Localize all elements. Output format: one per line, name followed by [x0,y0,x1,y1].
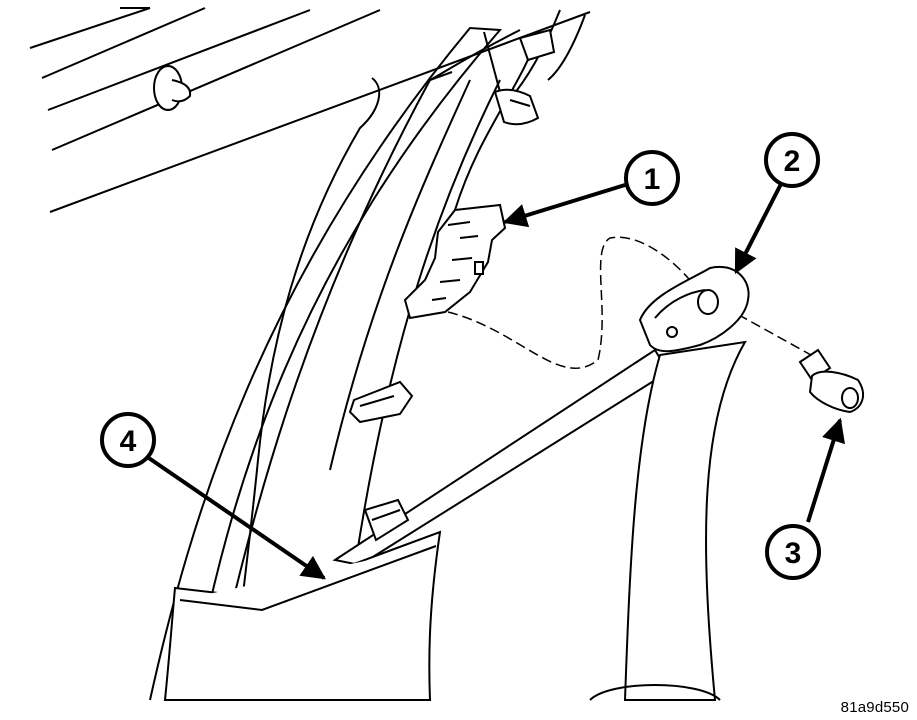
seat-belt-webbing [332,340,747,701]
leader-arrows [138,181,845,580]
callout-3: 3 [765,524,821,580]
leader-arrow-4 [138,450,326,580]
callout-2-label: 2 [784,145,801,178]
leader-arrow-1 [502,183,626,228]
callout-1-label: 1 [644,163,661,196]
dashed-guide-lines [447,236,821,369]
headliner-clip [153,65,192,111]
d-ring-turning-loop [638,265,750,353]
callout-2: 2 [764,132,820,188]
retractor-base [589,684,721,701]
callout-4: 4 [100,412,156,468]
leader-arrow-2 [734,181,784,275]
leader-arrow-3 [806,417,845,523]
height-adjuster [403,203,507,320]
callout-4-label: 4 [120,425,137,458]
figure-id-label: 81a9d550 [840,699,909,716]
pillar-upper-clip [493,28,556,126]
callout-3-label: 3 [785,537,802,570]
callout-1: 1 [624,150,680,206]
roof-window-lines [29,7,591,213]
anchor-bolt [798,348,865,414]
lower-guide-bracket [348,380,414,424]
